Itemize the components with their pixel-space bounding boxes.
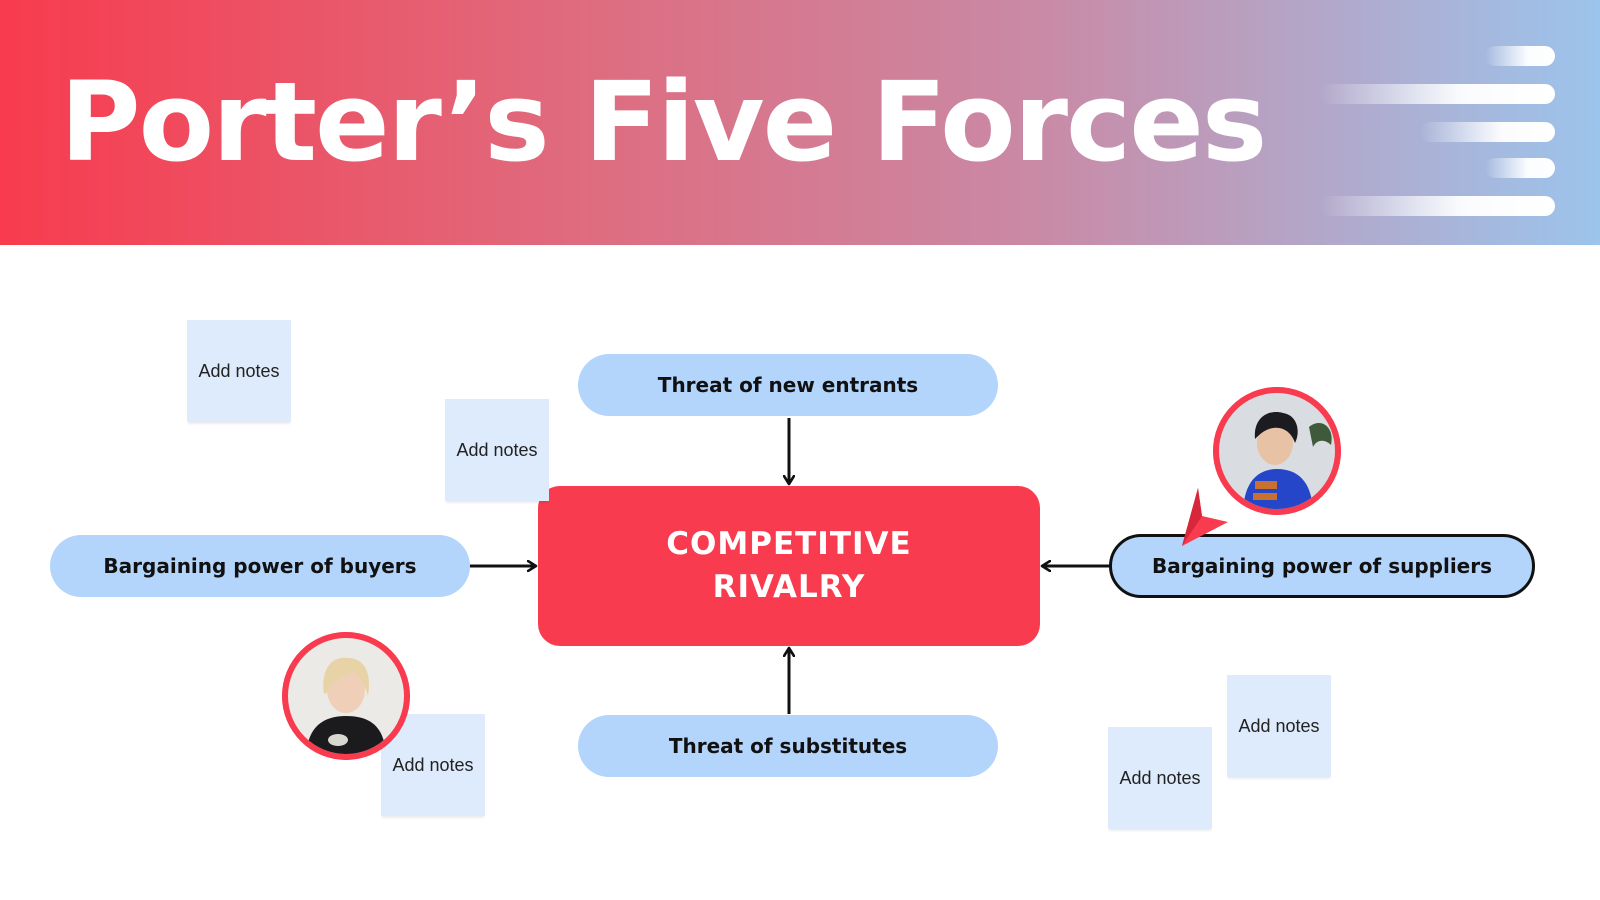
sticky-note-text: Add notes xyxy=(456,439,538,460)
force-label: Threat of new entrants xyxy=(657,373,919,397)
speed-line xyxy=(1485,158,1555,178)
force-label: Threat of substitutes xyxy=(668,734,908,758)
sticky-note-text: Add notes xyxy=(198,360,280,381)
speed-line xyxy=(1420,122,1555,142)
page-title: Porter’s Five Forces xyxy=(60,58,1267,186)
sticky-note[interactable]: Add notes xyxy=(381,714,485,816)
sticky-note-text: Add notes xyxy=(1119,767,1201,788)
force-label: Bargaining power of suppliers xyxy=(1151,554,1493,578)
sticky-note-text: Add notes xyxy=(1238,715,1320,736)
speed-line xyxy=(1320,196,1555,216)
force-threat-of-substitutes[interactable]: Threat of substitutes xyxy=(578,715,998,777)
avatar-icon xyxy=(1213,387,1341,515)
force-label: Bargaining power of buyers xyxy=(103,554,417,578)
sticky-note[interactable]: Add notes xyxy=(187,320,291,422)
sticky-note[interactable]: Add notes xyxy=(1108,727,1212,829)
speed-line xyxy=(1320,84,1555,104)
center-label-line2: RIVALRY xyxy=(712,569,866,605)
center-label-line1: COMPETITIVE xyxy=(666,526,912,562)
force-bargaining-power-of-buyers[interactable]: Bargaining power of buyers xyxy=(50,535,470,597)
force-threat-of-new-entrants[interactable]: Threat of new entrants xyxy=(578,354,998,416)
avatar-icon xyxy=(282,632,410,760)
force-bargaining-power-of-suppliers[interactable]: Bargaining power of suppliers xyxy=(1109,534,1535,598)
speed-line xyxy=(1485,46,1555,66)
speed-lines-decoration xyxy=(1300,0,1600,245)
sticky-note[interactable]: Add notes xyxy=(445,399,549,501)
sticky-note-text: Add notes xyxy=(392,754,474,775)
collaborator-avatar-top-right[interactable] xyxy=(1213,387,1341,515)
cursor-icon xyxy=(1182,488,1228,546)
sticky-note[interactable]: Add notes xyxy=(1227,675,1331,777)
competitive-rivalry-box[interactable]: COMPETITIVE RIVALRY xyxy=(538,486,1040,646)
header-banner: Porter’s Five Forces xyxy=(0,0,1600,245)
collaborator-avatar-bottom-left[interactable] xyxy=(282,632,410,760)
